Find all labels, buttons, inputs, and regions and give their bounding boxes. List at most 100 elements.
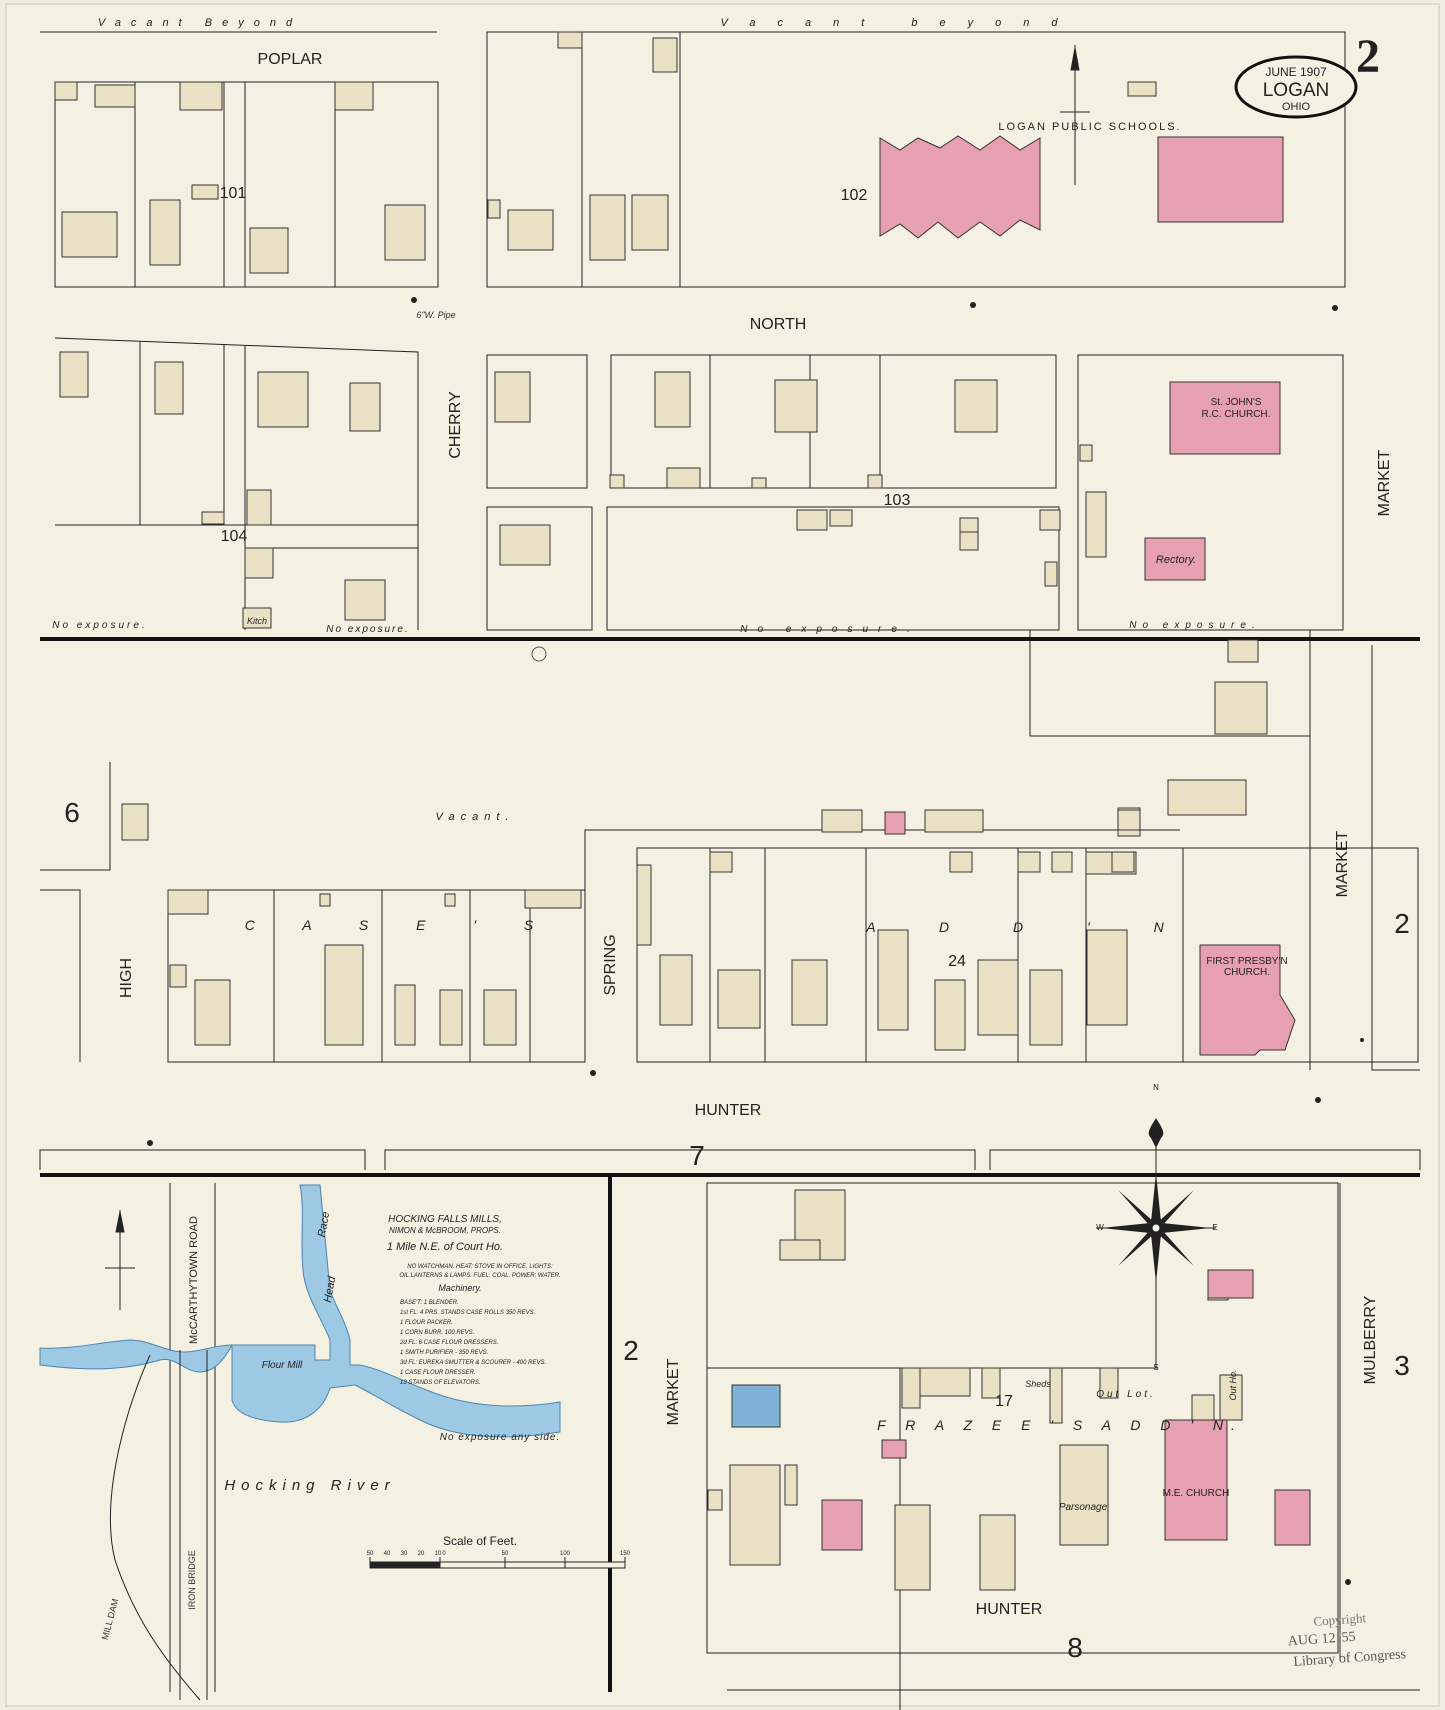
stamp-line-1: Copyright xyxy=(1313,1610,1367,1629)
note-head: Head xyxy=(322,1275,339,1304)
street-north: NORTH xyxy=(750,316,807,333)
compass-e: E xyxy=(1212,1223,1217,1232)
note-race: Race xyxy=(316,1211,332,1238)
rectory-building xyxy=(1144,537,1206,581)
adjacent-sheet-6: 6 xyxy=(64,797,80,828)
note-vacant-mid: Vacant. xyxy=(436,811,515,823)
map-city: LOGAN xyxy=(1263,80,1330,101)
presbyterian-church xyxy=(1199,944,1296,1056)
label-rectory: Rectory. xyxy=(1156,554,1196,566)
north-arrow-top xyxy=(1060,45,1090,185)
scale-tick-label: 50 xyxy=(367,1551,374,1557)
scale-tick-label: 30 xyxy=(401,1551,408,1557)
street-market-2: MARKET xyxy=(1334,830,1351,897)
note-vacant-beyond-right: Vacant beyond xyxy=(721,17,1080,29)
block-101: 101 xyxy=(220,185,247,202)
school-building-102 xyxy=(879,135,1041,239)
scale-label: Scale of Feet. xyxy=(443,1534,517,1548)
labels: 2 JUNE 1907 LOGAN OHIO POPLAR NORTH HUNT… xyxy=(52,17,1410,1670)
railroad-lines xyxy=(40,637,1420,1692)
street-cherry: CHERRY xyxy=(447,391,464,459)
street-poplar: POPLAR xyxy=(258,51,323,68)
street-market-3: MARKET xyxy=(665,1358,682,1425)
note-frazees-add: F R A Z E E ' S A D D ' N. xyxy=(877,1417,1243,1433)
note-out-lot: Out Lot. xyxy=(1096,1389,1156,1400)
st-johns-church xyxy=(1169,381,1281,455)
compass-n: N xyxy=(1153,1083,1159,1092)
block-102: 102 xyxy=(841,187,868,204)
label-presbyterian-1: FIRST PRESBY'N xyxy=(1206,956,1287,967)
label-me-church: M.E. CHURCH xyxy=(1163,1488,1230,1499)
label-flour-mill: Flour Mill xyxy=(262,1360,303,1371)
scale-tick-label: 150 xyxy=(620,1551,631,1557)
mill-distance: 1 Mile N.E. of Court Ho. xyxy=(387,1241,503,1253)
adjacent-sheet-7: 7 xyxy=(689,1140,705,1171)
mill-item: 1 FLOUR PACKER. xyxy=(400,1320,453,1326)
scale-tick-label: 0 xyxy=(442,1551,446,1557)
note-no-exposure-2: No exposure. xyxy=(326,624,409,635)
label-st-johns-2: R.C. CHURCH. xyxy=(1202,409,1271,420)
street-mccarthytown-road: McCARTHYTOWN ROAD xyxy=(188,1216,200,1344)
stone-building xyxy=(731,1384,781,1428)
scale-tick-label: 10 xyxy=(435,1551,442,1557)
adjacent-sheet-2-left: 2 xyxy=(623,1335,639,1366)
street-spring: SPRING xyxy=(602,934,619,995)
adjacent-sheet-3: 3 xyxy=(1394,1350,1410,1381)
compass-rose xyxy=(1096,1118,1216,1368)
mill-machinery: Machinery. xyxy=(438,1283,481,1293)
mill-item: 1 CASE FLOUR DRESSER. xyxy=(400,1370,476,1376)
street-hunter-top: HUNTER xyxy=(695,1102,762,1119)
hocking-river xyxy=(39,1184,561,1438)
map-state: OHIO xyxy=(1282,101,1311,113)
street-mulberry: MULBERRY xyxy=(1362,1295,1379,1384)
sheet-number: 2 xyxy=(1356,30,1380,83)
stamp-date: AUG 12 '55 xyxy=(1287,1630,1356,1650)
block-17: 17 xyxy=(995,1393,1013,1410)
label-schools: LOGAN PUBLIC SCHOOLS. xyxy=(998,121,1181,133)
mill-item: 1st FL: 4 PRS. STANDS CASE ROLLS 350 REV… xyxy=(400,1310,535,1316)
label-parsonage: Parsonage xyxy=(1059,1502,1108,1513)
brick-buildings xyxy=(821,135,1311,1551)
title-cartouche xyxy=(1234,55,1358,119)
frame-buildings xyxy=(54,31,1268,1591)
mill-item: 3d FL: EUREKA SMUTTER & SCOURER - 400 RE… xyxy=(400,1360,546,1366)
note-cases-add: C A S E ' S xyxy=(245,917,556,933)
mill-dam-line xyxy=(109,1354,201,1701)
adjacent-sheet-8: 8 xyxy=(1067,1632,1083,1663)
note-no-exposure-1: No exposure. xyxy=(52,620,147,631)
north-arrow-mill xyxy=(105,1210,135,1310)
label-kitch: Kitch xyxy=(247,616,267,626)
hydrants xyxy=(147,297,1364,1585)
mill-title: HOCKING FALLS MILLS, xyxy=(388,1214,502,1225)
street-high: HIGH xyxy=(118,958,135,998)
mill-item: 1 CORN BURR. 100 REVS. xyxy=(400,1330,474,1336)
survey-circle xyxy=(531,646,547,662)
scale-bar xyxy=(369,1557,626,1569)
note-sheds: Sheds xyxy=(1025,1379,1051,1389)
compass-w: W xyxy=(1096,1223,1104,1232)
note-no-exposure-any-side: No exposure any side. xyxy=(440,1432,561,1443)
adjacent-sheet-2-right: 2 xyxy=(1394,908,1410,939)
mill-line-1: NO WATCHMAN. HEAT: STOVE IN OFFICE. LIGH… xyxy=(407,1264,553,1270)
note-add-n: A D D ' N xyxy=(865,919,1193,935)
mill-item: 2d FL: 6 CASE FLOUR DRESSERS. xyxy=(399,1340,498,1346)
street-hunter-bottom: HUNTER xyxy=(976,1601,1043,1618)
compass-s: S xyxy=(1153,1363,1158,1372)
street-iron-bridge: IRON BRIDGE xyxy=(187,1550,197,1610)
iron-bridge xyxy=(179,1350,208,1700)
mill-item: 13 STANDS OF ELEVATORS. xyxy=(400,1380,481,1386)
note-vacant-beyond-left: Vacant Beyond xyxy=(98,17,302,29)
label-st-johns-1: St. JOHN'S xyxy=(1211,397,1262,408)
label-out-ho: Out Ho. xyxy=(1228,1369,1238,1400)
mill-item: 1 SMITH PURIFIER - 350 REVS. xyxy=(400,1350,488,1356)
block-104: 104 xyxy=(221,528,248,545)
note-hocking-river: Hocking River xyxy=(224,1477,395,1494)
note-no-exposure-3: No exposure. xyxy=(740,624,919,635)
street-market-1: MARKET xyxy=(1376,449,1393,516)
mill-line-2: OIL LANTERNS & LAMPS. FUEL: COAL. POWER:… xyxy=(399,1273,560,1279)
mill-items: BASE'T: 1 BLENDER.1st FL: 4 PRS. STANDS … xyxy=(399,1300,546,1386)
school-building-east xyxy=(1157,136,1284,223)
scale-tick-label: 40 xyxy=(384,1551,391,1557)
